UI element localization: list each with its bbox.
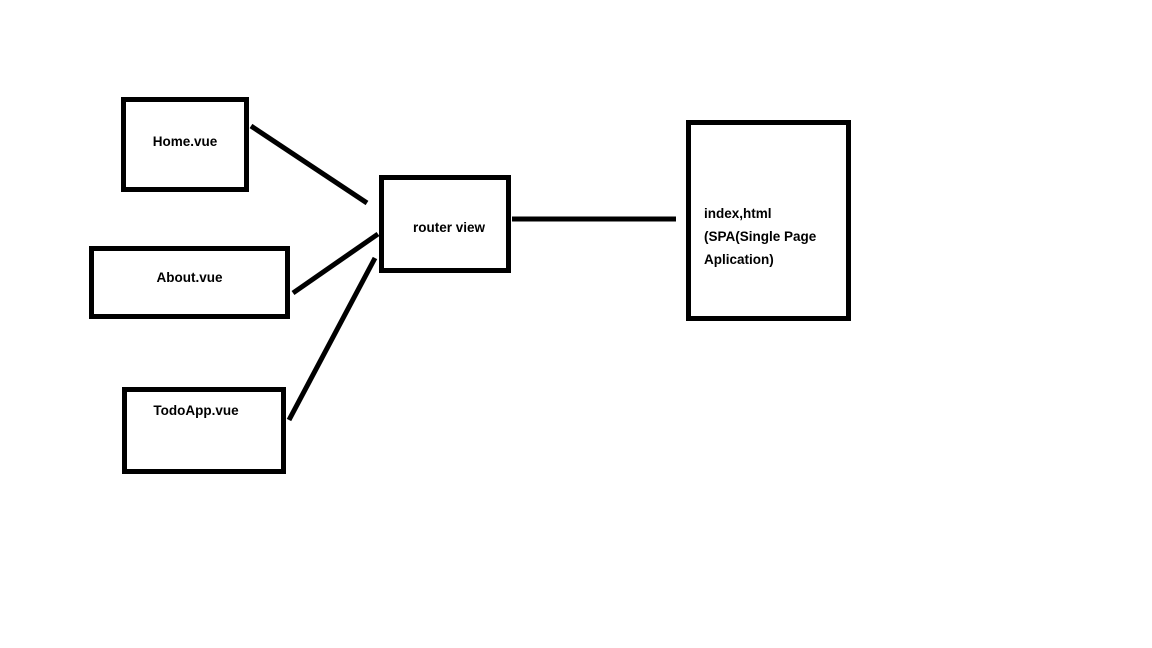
node-index-html-label: index,html (SPA(Single Page Aplication) (704, 202, 816, 271)
node-todoapp-vue-label: TodoApp.vue (153, 403, 239, 418)
edge-todoapp-to-router (286, 256, 378, 422)
node-home-vue-label: Home.vue (152, 134, 218, 149)
node-index-html: index,html (SPA(Single Page Aplication) (686, 120, 851, 321)
index-html-label-line3: Aplication) (704, 252, 774, 267)
edge-about-to-router (291, 231, 380, 296)
node-about-vue: About.vue (89, 246, 290, 319)
node-about-vue-label: About.vue (156, 270, 223, 285)
edge-home-to-router (249, 123, 369, 206)
node-router-view: router view (379, 175, 511, 273)
node-home-vue: Home.vue (121, 97, 249, 192)
node-router-view-label: router view (412, 220, 486, 235)
node-todoapp-vue: TodoApp.vue (122, 387, 286, 474)
index-html-label-line1: index,html (704, 206, 772, 221)
index-html-label-line2: (SPA(Single Page (704, 229, 817, 244)
